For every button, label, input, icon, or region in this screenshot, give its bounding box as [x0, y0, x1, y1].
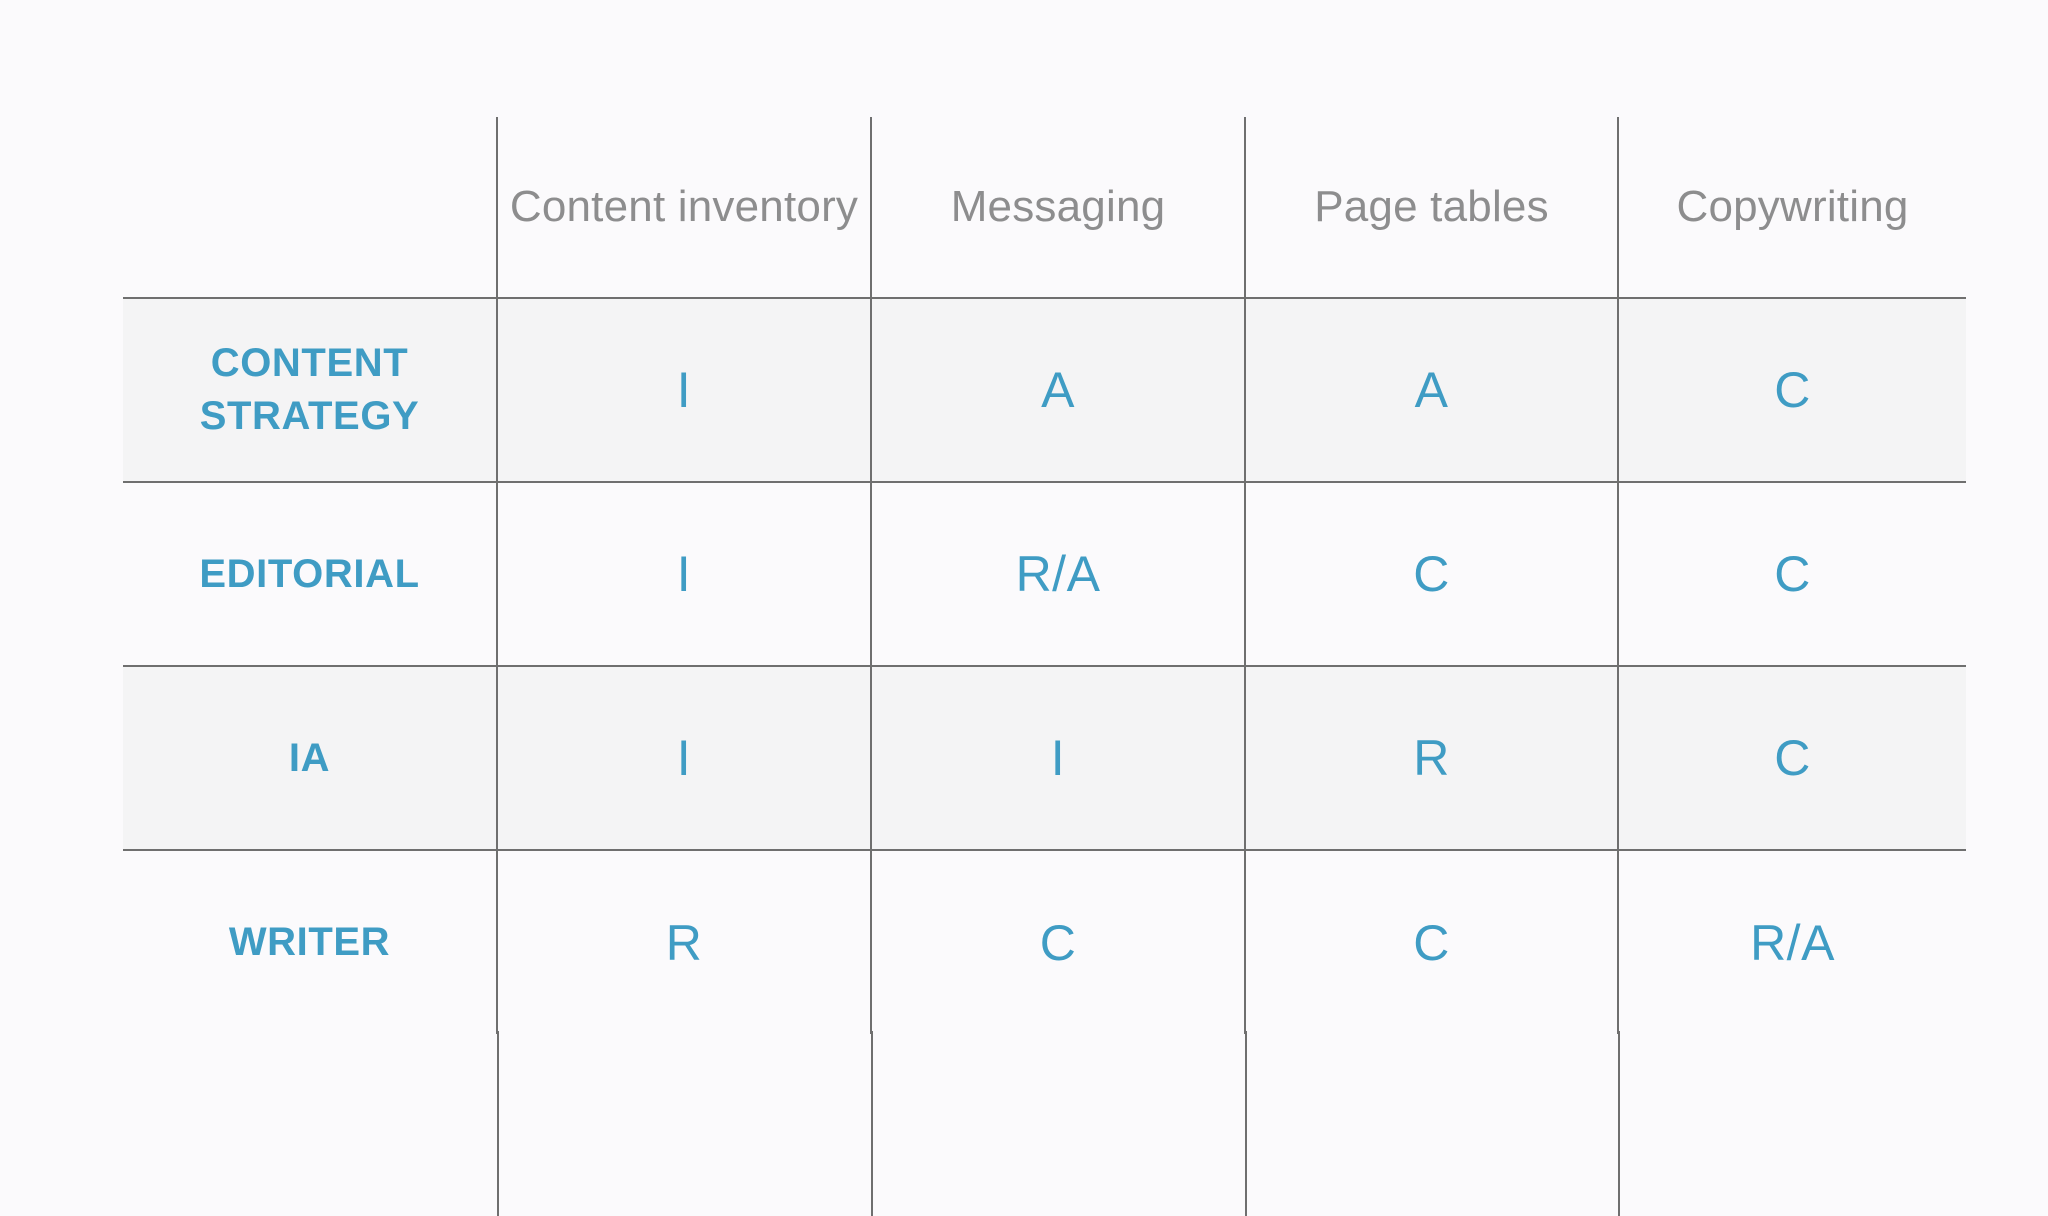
raci-value: R/A: [1015, 546, 1101, 602]
row-header-writer: WRITER: [123, 849, 497, 1034]
raci-value: C: [1413, 914, 1450, 971]
cell-writer-messaging: C: [870, 849, 1245, 1034]
cell-writer-copywriting: R/A: [1617, 849, 1966, 1034]
raci-value: C: [1413, 546, 1450, 602]
row-header-content-strategy: CONTENT STRATEGY: [123, 297, 497, 482]
raci-value: I: [1050, 730, 1066, 786]
table-row: CONTENT STRATEGY I A A C: [123, 297, 1966, 482]
corner-cell: [123, 117, 497, 298]
table-header: Content inventory Messaging Page tables …: [123, 117, 1966, 298]
raci-value: A: [1041, 362, 1075, 418]
cell-writer-page-tables: C: [1244, 849, 1618, 1034]
column-header-page-tables: Page tables: [1244, 117, 1618, 298]
role-label: EDITORIAL: [199, 551, 420, 596]
cell-content-strategy-page-tables: A: [1244, 297, 1618, 482]
raci-value: C: [1774, 546, 1811, 602]
row-header-editorial: EDITORIAL: [123, 481, 497, 666]
column-header-messaging: Messaging: [870, 117, 1245, 298]
cell-editorial-page-tables: C: [1244, 481, 1618, 666]
cell-editorial-messaging: R/A: [870, 481, 1245, 666]
raci-value: C: [1774, 362, 1811, 418]
role-label: IA: [288, 735, 331, 780]
raci-value: R: [1413, 730, 1450, 786]
raci-value: I: [676, 546, 692, 602]
column-divider-3-tail: [1245, 1031, 1247, 1216]
cell-ia-messaging: I: [870, 665, 1245, 850]
cell-content-strategy-messaging: A: [870, 297, 1245, 482]
cell-ia-content-inventory: I: [496, 665, 871, 850]
raci-matrix-table: Content inventory Messaging Page tables …: [123, 117, 1966, 1034]
raci-value: I: [676, 362, 692, 418]
raci-value: R/A: [1750, 914, 1835, 971]
cell-writer-content-inventory: R: [496, 849, 871, 1034]
column-divider-4-tail: [1618, 1031, 1620, 1216]
row-header-ia: IA: [123, 665, 497, 850]
column-divider-1-tail: [497, 1031, 499, 1216]
column-divider-2-tail: [871, 1031, 873, 1216]
column-header-copywriting: Copywriting: [1617, 117, 1966, 298]
role-label: CONTENT STRATEGY: [199, 341, 420, 438]
raci-value: R: [665, 914, 703, 971]
table-body: CONTENT STRATEGY I A A C EDITORIAL: [123, 297, 1966, 1034]
cell-editorial-copywriting: C: [1617, 481, 1966, 666]
table-row: IA I I R C: [123, 665, 1966, 850]
cell-ia-page-tables: R: [1244, 665, 1618, 850]
raci-value: I: [676, 730, 692, 786]
raci-value: C: [1039, 914, 1077, 971]
cell-content-strategy-content-inventory: I: [496, 297, 871, 482]
table-row: EDITORIAL I R/A C C: [123, 481, 1966, 666]
cell-editorial-content-inventory: I: [496, 481, 871, 666]
cell-content-strategy-copywriting: C: [1617, 297, 1966, 482]
role-label: WRITER: [228, 920, 391, 965]
raci-value: A: [1414, 362, 1449, 418]
raci-matrix-canvas: Content inventory Messaging Page tables …: [123, 117, 1966, 1216]
raci-value: C: [1774, 730, 1811, 786]
column-header-content-inventory: Content inventory: [496, 117, 871, 298]
cell-ia-copywriting: C: [1617, 665, 1966, 850]
header-row: Content inventory Messaging Page tables …: [123, 117, 1966, 298]
table-row: WRITER R C C R/A: [123, 849, 1966, 1034]
